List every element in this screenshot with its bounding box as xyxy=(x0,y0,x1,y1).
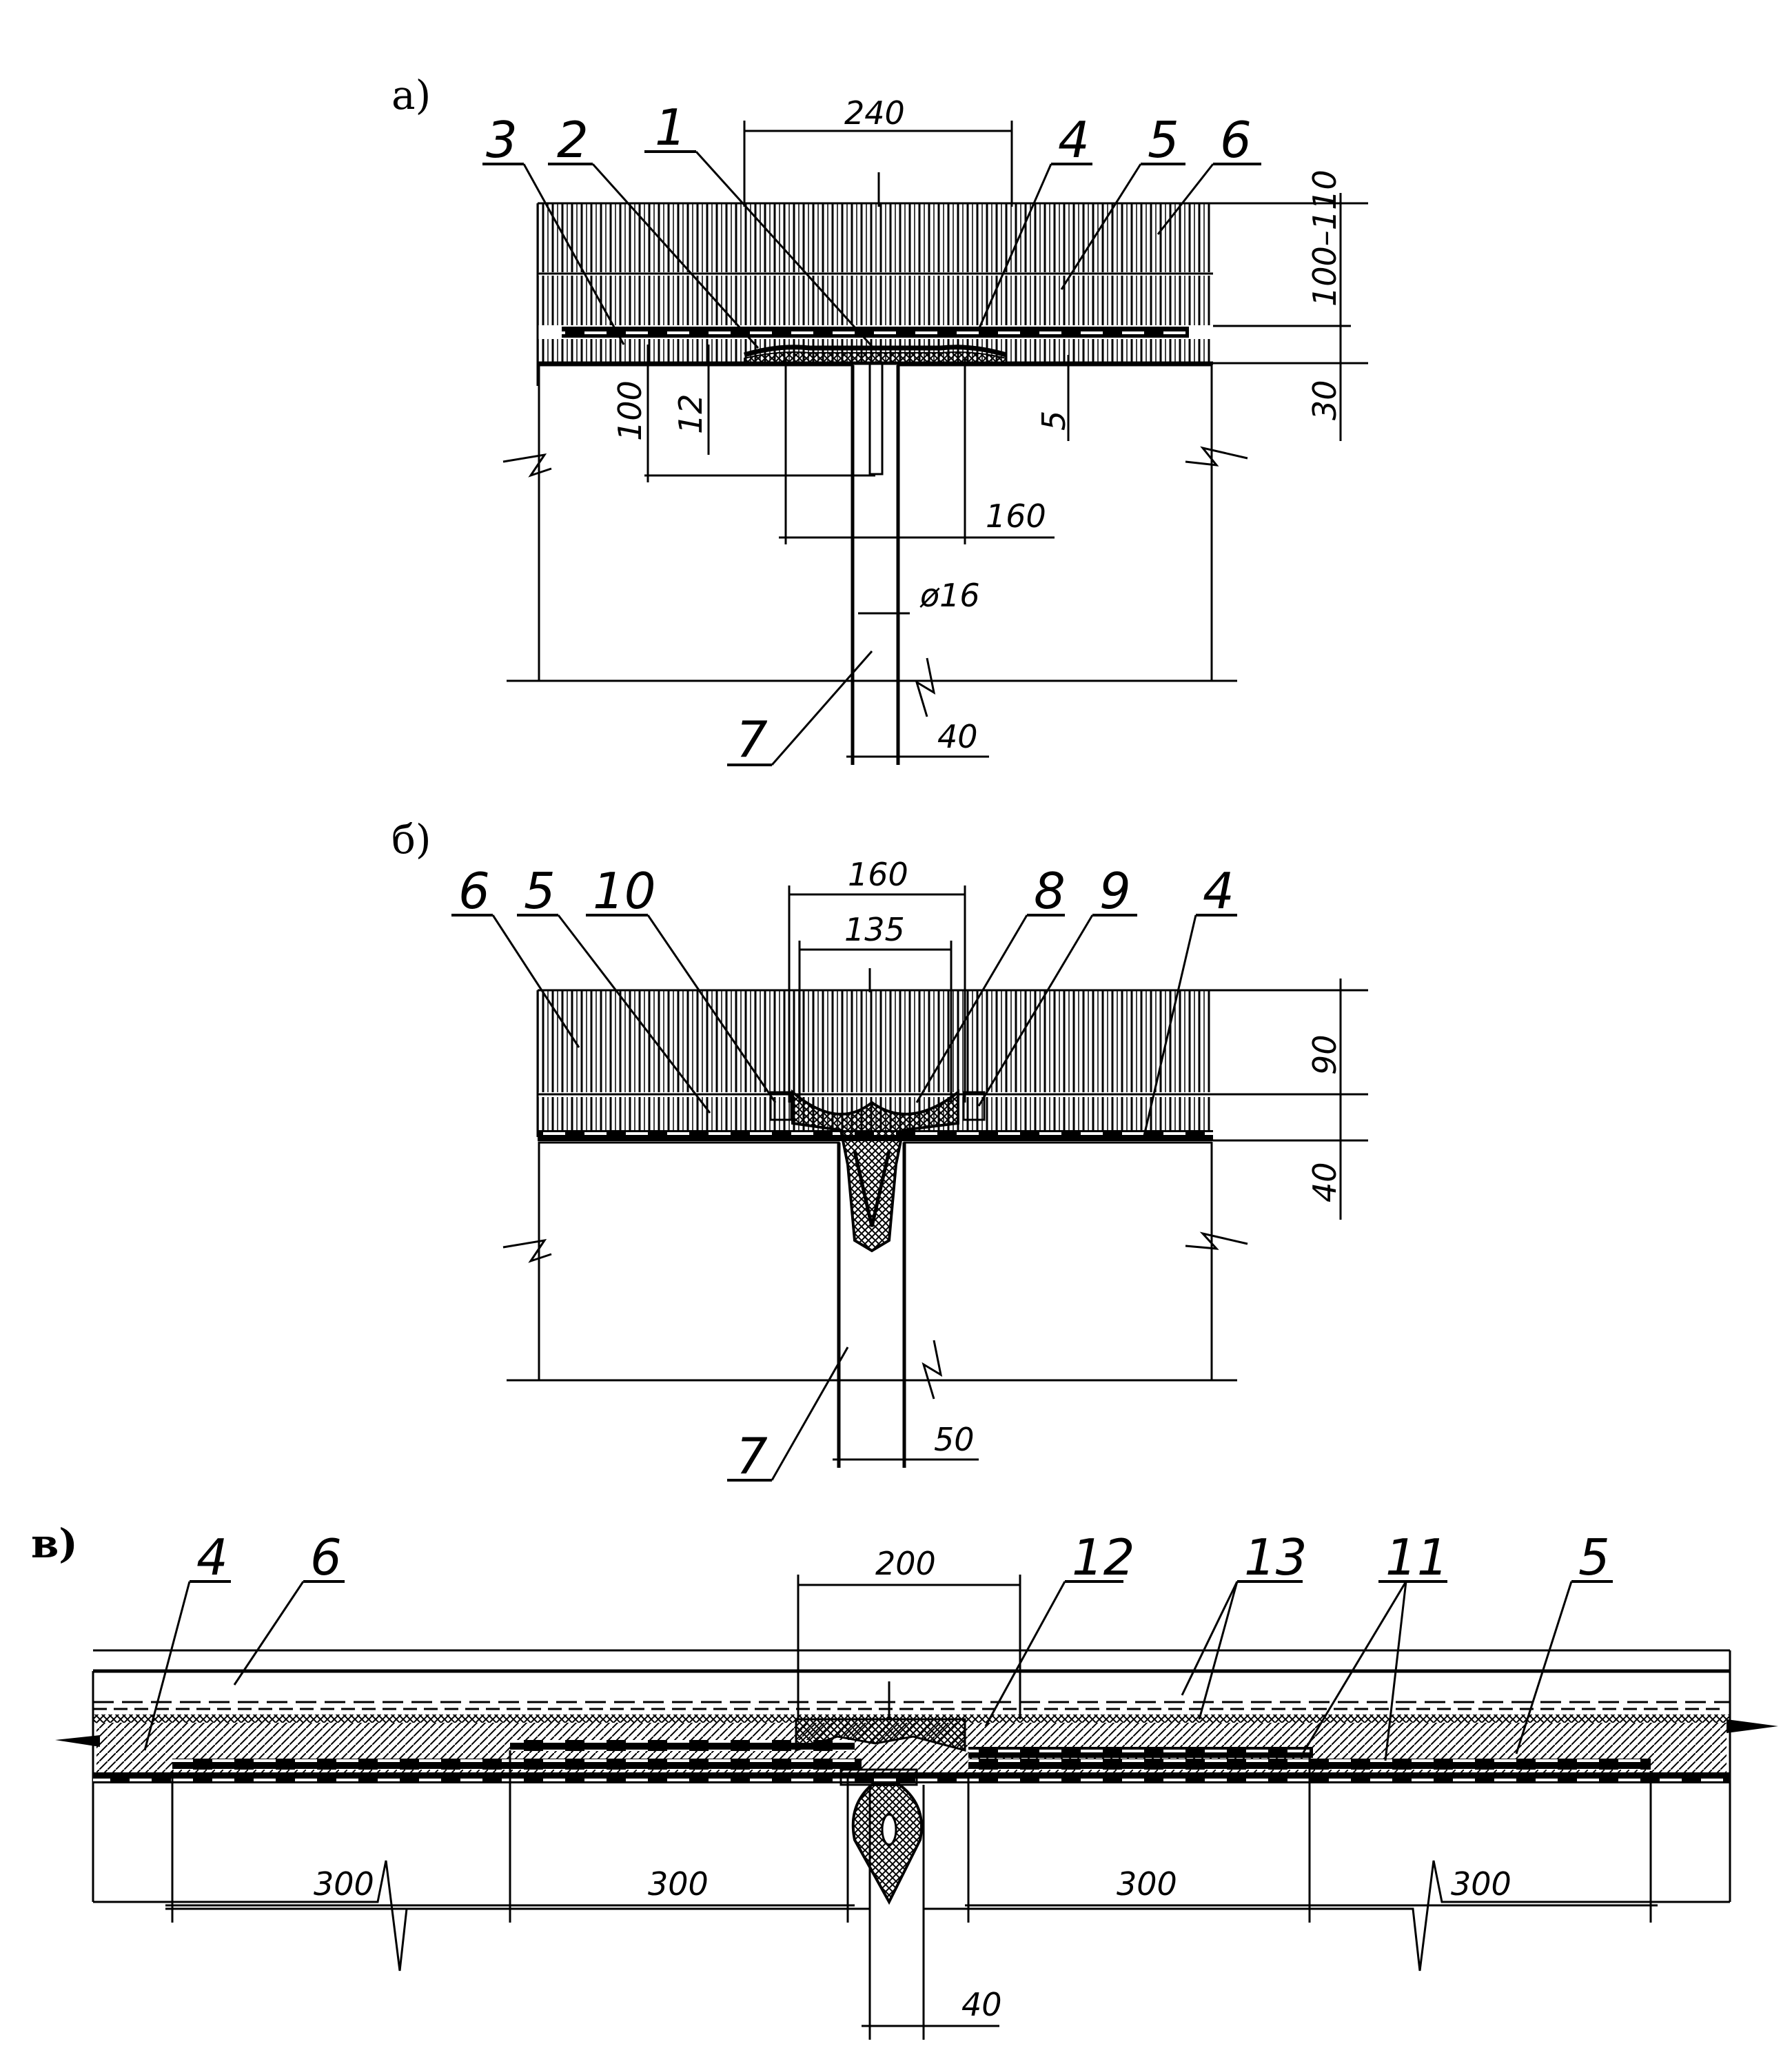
svg-text:6: 6 xyxy=(1220,111,1252,169)
svg-text:12: 12 xyxy=(1072,1528,1135,1586)
concrete-slab-left xyxy=(538,1141,840,1382)
section-v: в) 200 xyxy=(31,1520,1778,2040)
svg-text:40: 40 xyxy=(961,1986,1002,2023)
svg-text:4: 4 xyxy=(1058,111,1090,169)
svg-text:3: 3 xyxy=(486,111,518,169)
svg-text:160: 160 xyxy=(848,856,908,893)
rubber-seal xyxy=(791,1089,959,1253)
svg-text:10: 10 xyxy=(593,862,656,920)
asphalt-top-layer xyxy=(538,203,1213,272)
anchor-rod xyxy=(868,362,884,475)
svg-text:5: 5 xyxy=(1578,1528,1610,1586)
svg-text:6: 6 xyxy=(458,862,490,920)
section-b: б) 160 135 90 40 xyxy=(391,816,1368,1485)
section-b-callouts: 6 5 10 8 9 4 7 xyxy=(451,862,1237,1485)
section-b-label: б) xyxy=(391,816,431,863)
section-a: а) 240 xyxy=(391,72,1368,768)
svg-text:135: 135 xyxy=(844,911,905,948)
svg-text:8: 8 xyxy=(1034,862,1066,920)
asphalt-top-layer xyxy=(538,990,1213,1092)
svg-text:160: 160 xyxy=(986,498,1046,535)
svg-text:200: 200 xyxy=(875,1545,936,1582)
svg-text:4: 4 xyxy=(1203,862,1234,920)
section-a-label: а) xyxy=(391,72,431,119)
svg-text:11: 11 xyxy=(1385,1528,1449,1586)
svg-text:40: 40 xyxy=(937,718,978,755)
svg-text:5: 5 xyxy=(1148,111,1179,169)
svg-text:2: 2 xyxy=(557,111,589,169)
svg-text:5: 5 xyxy=(1035,411,1072,431)
svg-text:6: 6 xyxy=(310,1528,342,1586)
svg-text:30: 30 xyxy=(1306,380,1343,420)
svg-text:4: 4 xyxy=(196,1528,228,1586)
asphalt-lower-layer xyxy=(538,276,1213,325)
svg-text:5: 5 xyxy=(524,862,556,920)
svg-text:13: 13 xyxy=(1244,1528,1307,1586)
waterproofing-band xyxy=(93,1772,1730,1783)
svg-text:90: 90 xyxy=(1306,1034,1343,1075)
svg-text:12: 12 xyxy=(672,393,709,434)
svg-text:300: 300 xyxy=(1451,1865,1511,1903)
svg-text:300: 300 xyxy=(1117,1865,1177,1903)
svg-text:ø16: ø16 xyxy=(919,577,980,614)
svg-text:7: 7 xyxy=(736,1427,768,1485)
section-a-callouts: 3 2 1 4 5 6 7 xyxy=(482,99,1261,768)
svg-text:300: 300 xyxy=(314,1865,374,1903)
svg-text:240: 240 xyxy=(844,94,905,132)
cover-plate xyxy=(743,345,1008,358)
svg-text:9: 9 xyxy=(1099,862,1131,920)
svg-text:7: 7 xyxy=(736,710,768,768)
svg-text:50: 50 xyxy=(934,1421,975,1458)
concrete-slab-right xyxy=(903,1141,1213,1382)
svg-text:40: 40 xyxy=(1306,1162,1343,1202)
svg-text:1: 1 xyxy=(655,99,686,156)
waterproofing-band xyxy=(562,327,1189,338)
section-v-label: в) xyxy=(31,1520,78,1567)
svg-text:100: 100 xyxy=(611,380,649,441)
section-v-callouts: 4 6 12 13 11 5 xyxy=(143,1528,1613,1761)
svg-text:100–110: 100–110 xyxy=(1306,170,1343,307)
svg-text:300: 300 xyxy=(648,1865,709,1903)
